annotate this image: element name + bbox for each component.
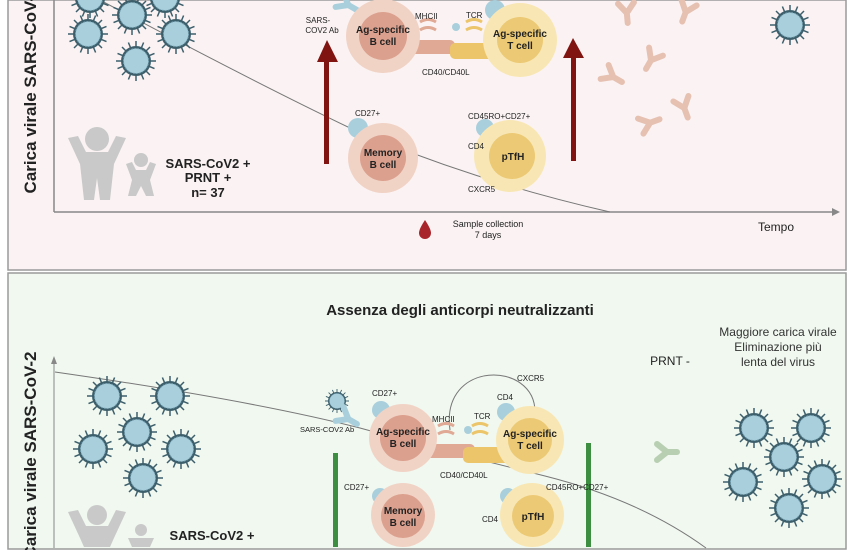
- up-arrow-icon: [563, 38, 584, 161]
- outcome-line3: lenta del virus: [741, 355, 815, 369]
- prnt-negative-label: PRNT -: [650, 354, 690, 368]
- virus-icon: [67, 13, 109, 55]
- antigen-icon: [452, 23, 460, 31]
- b-cell-label-line1: Ag-specific: [356, 25, 410, 36]
- bottom-memory-b-label-line1: Memory: [384, 506, 423, 517]
- bottom-b-cell-label-line2: B cell: [390, 439, 417, 450]
- bottom-cd27-label: CD27+: [372, 389, 397, 398]
- cxcr5-loop: [448, 374, 536, 431]
- memory-b-label-line1: Memory: [364, 148, 403, 159]
- sample-collection-label: Sample collection: [453, 219, 524, 229]
- antibody-label-line2: COV2 Ab: [305, 26, 339, 35]
- virus-icon: [769, 4, 811, 46]
- virus-icon: [115, 40, 157, 82]
- virus-icon: [801, 458, 843, 500]
- t-cell-label-line1: Ag-specific: [493, 29, 547, 40]
- bottom-mhcii-label: MHCII: [432, 415, 455, 424]
- outcome-line1: Maggiore carica virale: [719, 325, 837, 339]
- virus-icon: [149, 375, 191, 417]
- tcr-icon: [465, 18, 483, 32]
- x-axis-arrow-icon: [832, 208, 840, 216]
- tcr-label: TCR: [466, 11, 483, 20]
- bottom-tcr-label: TCR: [474, 412, 491, 421]
- bottom-ptfh-label: pTfH: [522, 512, 545, 523]
- t-cell-label-line2: T cell: [507, 41, 533, 52]
- block-bar: [333, 453, 338, 547]
- bottom-y-axis-label: Carica virale SARS-CoV-2: [21, 352, 40, 550]
- sample-days-label: 7 days: [475, 230, 502, 240]
- bottom-cd40-label: CD40/CD40L: [440, 471, 488, 480]
- tcr-icon: [471, 422, 489, 436]
- cd27-label: CD27+: [355, 109, 380, 118]
- mhcii-icon: [437, 422, 455, 436]
- bottom-group-label: SARS-CoV2 +: [170, 528, 255, 543]
- virus-icon: [86, 375, 128, 417]
- outcome-line2: Eliminazione più: [734, 340, 821, 354]
- virus-icon: [763, 436, 805, 478]
- virus-icon: [155, 13, 197, 55]
- blood-drop-icon: [419, 220, 431, 239]
- virus-icon: [790, 407, 832, 449]
- bottom-t-cell-label-line2: T cell: [517, 441, 543, 452]
- memory-b-label-line2: B cell: [370, 160, 397, 171]
- cd40-label: CD40/CD40L: [422, 68, 470, 77]
- bottom-t-cell-label-line1: Ag-specific: [503, 429, 557, 440]
- mhcii-label: MHCII: [415, 12, 438, 21]
- virus-icon: [160, 428, 202, 470]
- bottom-title: Assenza degli anticorpi neutralizzanti: [326, 302, 594, 319]
- adult-child-icon: [68, 127, 156, 200]
- b-cell-label-line2: B cell: [370, 37, 397, 48]
- virus-icon: [116, 411, 158, 453]
- virus-icon: [122, 457, 164, 499]
- antibody-label-line1: SARS-: [306, 16, 331, 25]
- block-bar: [586, 443, 591, 547]
- mhcii-icon: [419, 18, 437, 32]
- bottom-memory-cd27-label: CD27+: [344, 483, 369, 492]
- group-label-line1: SARS-CoV2 +: [166, 156, 251, 171]
- group-label-line2: PRNT +: [185, 170, 232, 185]
- cxcr5-label: CXCR5: [468, 185, 496, 194]
- antigen-icon: [464, 426, 472, 434]
- virus-icon: [768, 487, 810, 529]
- cd45ro-label: CD45RO+CD27+: [468, 112, 531, 121]
- bottom-memory-b-label-line2: B cell: [390, 518, 417, 529]
- virus-icon: [72, 428, 114, 470]
- group-label-line3: n= 37: [191, 185, 225, 200]
- up-arrow-icon: [317, 40, 338, 164]
- bottom-cd45ro-label: CD45RO+CD27+: [546, 483, 609, 492]
- bottom-cxcr5-label: CXCR5: [517, 374, 545, 383]
- virus-icon: [733, 407, 775, 449]
- cd40-receptor: [425, 444, 475, 458]
- bottom-ptfh-cd4-label: CD4: [482, 515, 499, 524]
- top-x-axis-label: Tempo: [758, 220, 794, 234]
- top-y-axis-label: Carica virale SARS-CoV-2: [21, 0, 40, 193]
- adult-child-icon: [68, 505, 154, 547]
- cd4-label: CD4: [468, 142, 485, 151]
- ptfh-label: pTfH: [502, 152, 525, 163]
- bottom-cd4-label: CD4: [497, 393, 514, 402]
- bottom-antibody-label: SARS-COV2 Ab: [300, 425, 354, 434]
- y-axis-arrow-icon: [51, 356, 57, 364]
- bottom-b-cell-label-line1: Ag-specific: [376, 427, 430, 438]
- virus-icon: [722, 461, 764, 503]
